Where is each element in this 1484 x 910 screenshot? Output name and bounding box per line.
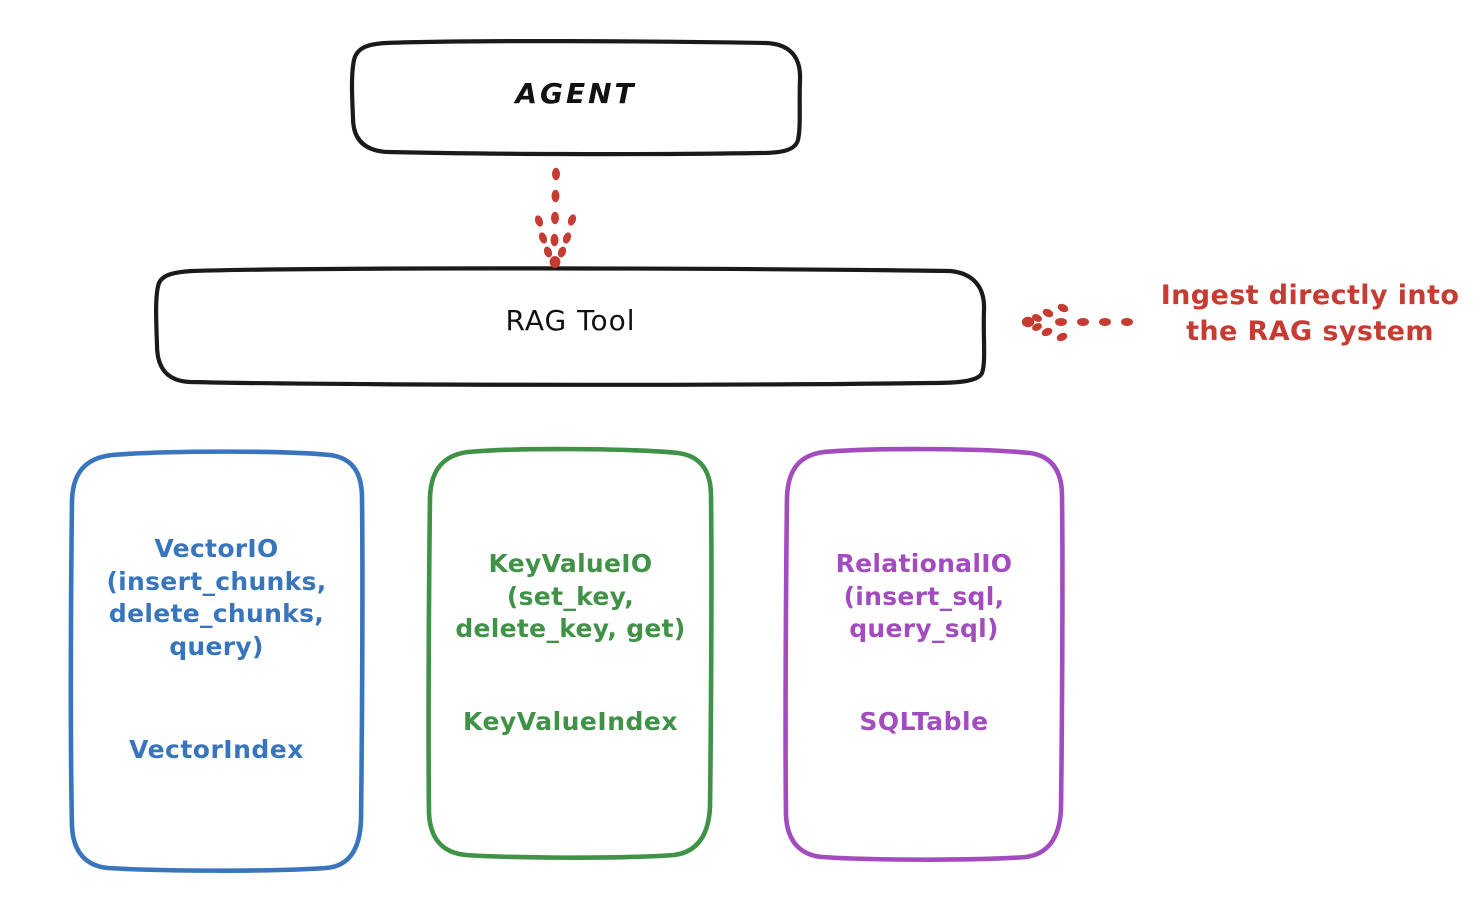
rag-tool-label: RAG Tool (505, 304, 636, 337)
relational-store-api-label: RelationalIO (insert_sql, query_sql) (835, 549, 1013, 643)
vector-store-api-label: VectorIO (insert_chunks, delete_chunks, … (106, 534, 327, 661)
agent-to-rag-tool-connector (534, 167, 577, 268)
keyvalue-store-api-label: KeyValueIO (set_key, delete_key, get) (455, 549, 686, 643)
keyvalue-store-box[interactable] (426, 446, 714, 860)
keyvalue-store-index-label: KeyValueIndex (463, 707, 678, 736)
ingest-annotation-label: Ingest directly into the RAG system (1160, 280, 1460, 347)
ingest-note-connector (1021, 303, 1133, 342)
relational-store-box[interactable] (783, 446, 1065, 862)
agent-label: AGENT (515, 77, 637, 110)
relational-store-index-label: SQLTable (859, 707, 989, 736)
vector-store-index-label: VectorIndex (129, 735, 304, 764)
